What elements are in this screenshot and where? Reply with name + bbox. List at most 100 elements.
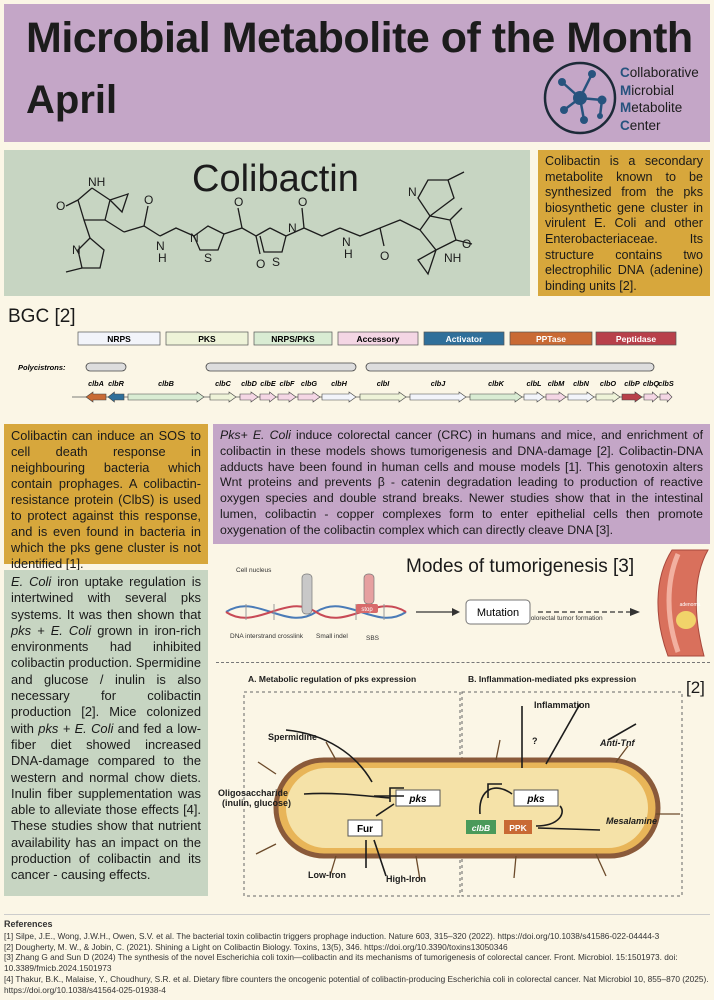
svg-text:Fur: Fur	[357, 824, 373, 835]
gene-clbm	[545, 391, 567, 403]
gene-clbg	[297, 391, 321, 403]
svg-text:N: N	[342, 235, 351, 249]
gene-clbn	[567, 391, 595, 403]
gene-label: clbH	[331, 379, 348, 388]
svg-text:O: O	[256, 257, 265, 271]
compound-name: Colibactin	[192, 158, 359, 200]
svg-text:Oligosaccharide: Oligosaccharide	[218, 788, 288, 798]
svg-text:clbB: clbB	[472, 823, 490, 833]
svg-text:H: H	[344, 247, 353, 261]
svg-text:N: N	[288, 221, 297, 235]
tumorigenesis-title: Modes of tumorigenesis [3]	[406, 556, 635, 577]
gene-label: clbA	[88, 379, 104, 388]
svg-text:A. Metabolic regulation of pks: A. Metabolic regulation of pks expressio…	[248, 674, 416, 684]
svg-text:Activator: Activator	[446, 334, 484, 344]
svg-text:O: O	[298, 195, 307, 209]
svg-text:NRPS/PKS: NRPS/PKS	[271, 334, 315, 344]
gene-clbj	[409, 391, 467, 403]
svg-text:S: S	[204, 251, 212, 265]
svg-text:Cell nucleus: Cell nucleus	[236, 567, 272, 574]
reference-item: [1] Silpe, J.E., Wong, J.W.H., Owen, S.V…	[4, 930, 660, 941]
svg-text:O: O	[462, 237, 471, 251]
gene-clbr	[107, 391, 125, 403]
pks-regulation-figure: A. Metabolic regulation of pks expressio…	[218, 674, 683, 897]
colibactin-structure-panel: Colibactin	[4, 150, 530, 296]
svg-text:Peptidase: Peptidase	[616, 334, 656, 344]
header-banner: Microbial Metabolite of the Month April …	[4, 4, 710, 142]
svg-text:O: O	[380, 249, 389, 263]
gene-clbh	[321, 391, 357, 403]
svg-text:High-Iron: High-Iron	[386, 874, 426, 884]
gene-label: clbG	[301, 379, 318, 388]
figure-citation: [2]	[686, 678, 705, 697]
svg-text:Mutation: Mutation	[477, 607, 519, 619]
svg-text:Polycistrons:: Polycistrons:	[18, 363, 66, 372]
gene-label: clbO	[600, 379, 617, 388]
svg-text:DNA interstrand crosslink: DNA interstrand crosslink	[230, 633, 304, 640]
svg-text:pks: pks	[526, 794, 545, 805]
svg-text:O: O	[56, 199, 65, 213]
svg-text:S: S	[272, 255, 280, 269]
svg-text:?: ?	[532, 736, 538, 746]
svg-text:PPK: PPK	[509, 823, 527, 833]
gene-clbo	[595, 391, 621, 403]
svg-text:Accessory: Accessory	[356, 334, 399, 344]
svg-text:PPTase: PPTase	[536, 334, 566, 344]
gene-clbe	[259, 391, 277, 403]
gene-clbq	[643, 391, 659, 403]
svg-text:Small indel: Small indel	[316, 633, 348, 640]
reference-item: [4] Thakur, B.K., Malaise, Y., Choudhury…	[4, 973, 709, 995]
gene-label: clbR	[108, 379, 125, 388]
gene-label: clbC	[215, 379, 232, 388]
gene-clbc	[209, 391, 237, 403]
gene-label: clbP	[624, 379, 640, 388]
svg-text:Spermidine: Spermidine	[268, 732, 317, 742]
gene-label: clbQ	[643, 379, 660, 388]
svg-text:N: N	[190, 231, 199, 245]
gene-clbb	[127, 391, 205, 403]
svg-text:N: N	[72, 243, 81, 257]
gene-clbf	[277, 391, 297, 403]
svg-text:Anti-Tnf: Anti-Tnf	[599, 738, 635, 748]
sos-box: Colibactin can induce an SOS to cell dea…	[4, 424, 208, 571]
organization-name: Collaborative Microbial Metabolite Cente…	[620, 65, 699, 133]
svg-text:O: O	[234, 195, 243, 209]
poster-title: Microbial Metabolite of the Month	[26, 14, 693, 62]
iron-box: E. Coli iron uptake regulation is intert…	[4, 570, 208, 896]
gene-clbd	[239, 391, 259, 403]
svg-text:NH: NH	[88, 175, 105, 189]
gene-cluster-diagram: NRPS PKS NRPS/PKS Accessory Activator PP…	[18, 331, 677, 403]
gene-label: clbB	[158, 379, 174, 388]
svg-text:Colorectal tumor formation: Colorectal tumor formation	[526, 615, 603, 622]
gene-clbs	[659, 391, 673, 403]
gene-label: clbJ	[431, 379, 447, 388]
month-label: April	[26, 78, 118, 122]
reference-item: [2] Dougherty, M. W., & Jobin, C. (2021)…	[4, 941, 508, 952]
svg-text:SBS: SBS	[366, 635, 380, 642]
tumorigenesis-diagram: Cell nucleus DNA interstrand crosslink S…	[225, 549, 709, 657]
reference-item: [3] Zhang G and Sun D (2024) The synthes…	[4, 952, 678, 974]
gene-label: clbM	[548, 379, 566, 388]
svg-text:B. Inflammation-mediated pks e: B. Inflammation-mediated pks expression	[468, 674, 636, 684]
gene-clbl	[523, 391, 545, 403]
references: References [1] Silpe, J.E., Wong, J.W.H.…	[4, 914, 710, 996]
svg-text:(inulin, glucose): (inulin, glucose)	[222, 798, 291, 808]
svg-text:PKS: PKS	[198, 334, 216, 344]
crc-box: Pks+ E. Coli induce colorectal cancer (C…	[213, 424, 710, 544]
gene-label: clbS	[658, 379, 674, 388]
gene-label: clbI	[377, 379, 391, 388]
gene-label: clbD	[241, 379, 258, 388]
gene-label: clbL	[527, 379, 543, 388]
gene-clbp	[621, 391, 643, 403]
gene-label: clbK	[488, 379, 505, 388]
network-logo-icon	[543, 61, 617, 135]
svg-text:N: N	[408, 185, 417, 199]
svg-text:N: N	[156, 239, 165, 253]
svg-text:Mesalamine: Mesalamine	[606, 816, 657, 826]
svg-text:stop: stop	[361, 607, 373, 613]
gene-clba	[85, 391, 107, 403]
svg-text:NRPS: NRPS	[107, 334, 131, 344]
bgc-title: BGC [2]	[8, 306, 76, 327]
gene-label: clbN	[573, 379, 590, 388]
